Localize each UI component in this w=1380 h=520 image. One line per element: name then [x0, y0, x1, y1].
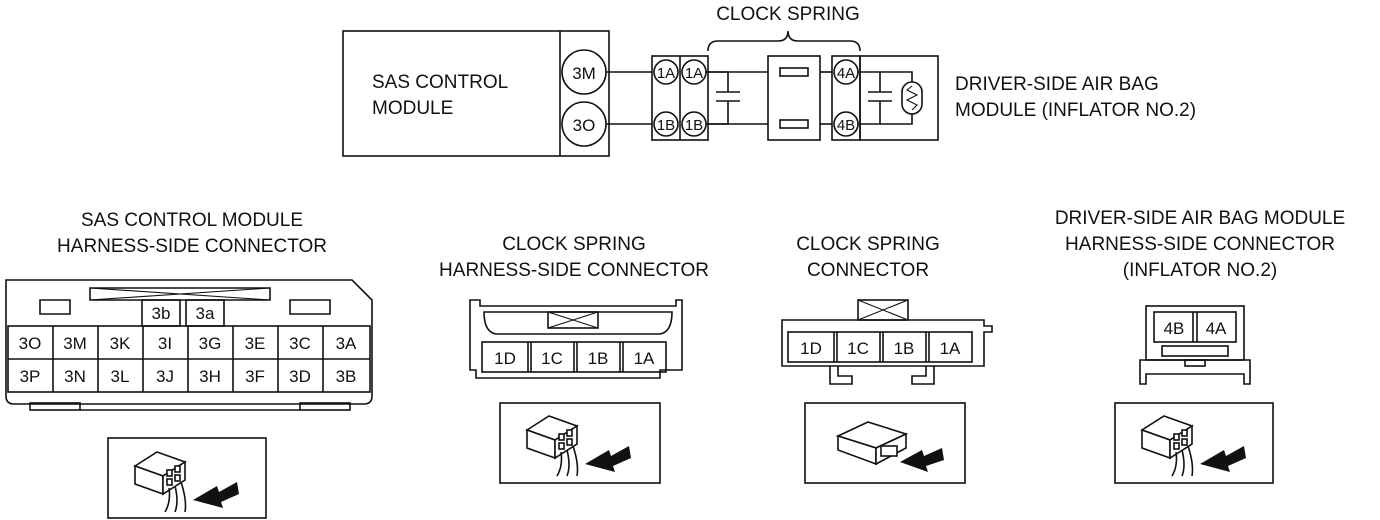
- airbag-connector-base: [1139, 359, 1251, 385]
- sas-module-label-2: MODULE: [372, 98, 453, 119]
- airbag-connector-key: [1184, 359, 1206, 367]
- schematic: CLOCK SPRING SAS CONTROL MODULE 3M 3O 1A…: [342, 4, 1196, 157]
- harness-view-icon: [133, 451, 239, 513]
- sas-pin: 3D: [289, 367, 311, 386]
- sas-top-pin-3b: 3b: [152, 304, 171, 323]
- clock-spring-connector-pin: 1D: [800, 339, 822, 358]
- clock-spring-label: CLOCK SPRING: [716, 4, 860, 25]
- clock-spring-connector-latch-cross: [857, 299, 909, 321]
- sas-top-pin-3a: 3a: [196, 304, 215, 323]
- harness-top-b: 1A: [685, 65, 703, 82]
- sas-module-box: [342, 30, 610, 157]
- airbag-pin-bottom: 4B: [837, 117, 855, 134]
- sas-pin: 3N: [64, 367, 86, 386]
- clock-harness-pin: 1C: [541, 349, 563, 368]
- capacitor-right: [858, 71, 892, 125]
- sas-pin-top: 3M: [572, 64, 596, 83]
- clock-spring-connector: CLOCK SPRING CONNECTOR 1D 1C 1B 1A: [781, 234, 993, 484]
- airbag-connector-lock: [1161, 345, 1229, 357]
- clock-spring-connector-pin: 1A: [940, 339, 961, 358]
- sas-pin: 3B: [336, 367, 357, 386]
- airbag-pin-top: 4A: [837, 65, 855, 82]
- airbag-view-icon-box: [1114, 402, 1274, 484]
- airbag-connector-pin-row: [1153, 311, 1237, 343]
- sas-pin: 3H: [199, 367, 221, 386]
- clock-harness-pin: 1A: [634, 349, 655, 368]
- harness-view-icon: [1140, 415, 1246, 477]
- sas-view-icon-box: [107, 437, 267, 519]
- clock-harness-title-1: CLOCK SPRING: [502, 234, 646, 255]
- sas-connector-notch-left: [39, 299, 71, 315]
- airbag-connector-title-2: HARNESS-SIDE CONNECTOR: [1065, 234, 1335, 255]
- sas-pin: 3J: [156, 367, 174, 386]
- clock-harness-title-2: HARNESS-SIDE CONNECTOR: [439, 260, 709, 281]
- clock-spring-connector-foot-right: [911, 366, 935, 385]
- sas-module-label-1: SAS CONTROL: [372, 72, 508, 93]
- airbag-module-label-1: DRIVER-SIDE AIR BAG: [955, 74, 1159, 95]
- clock-spring-connector-title-1: CLOCK SPRING: [796, 234, 940, 255]
- sas-pin: 3A: [336, 334, 357, 353]
- sas-pin: 3E: [245, 334, 266, 353]
- connector-view-icon: [835, 421, 944, 472]
- sas-pin: 3G: [199, 334, 222, 353]
- clock-spring-connector-housing: [781, 319, 993, 367]
- sas-connector-foot-left: [29, 402, 81, 411]
- sas-harness-connector: SAS CONTROL MODULE HARNESS-SIDE CONNECTO…: [5, 210, 373, 519]
- sas-connector-foot-right: [299, 402, 351, 411]
- sas-pin: 3O: [19, 334, 42, 353]
- inflator-zigzag: [905, 85, 919, 111]
- sas-connector-latch-cross: [89, 287, 271, 301]
- clock-spring-coil-top: [779, 67, 809, 77]
- clock-harness-pin: 1D: [494, 349, 516, 368]
- clock-spring-harness-connector: CLOCK SPRING HARNESS-SIDE CONNECTOR 1D 1…: [439, 234, 709, 484]
- airbag-connector-pin: 4A: [1206, 319, 1227, 338]
- sas-pin: 3K: [110, 334, 131, 353]
- sas-connector-title-1: SAS CONTROL MODULE: [81, 210, 303, 231]
- clock-harness-housing: [469, 299, 683, 379]
- clock-spring-connector-title-2: CONNECTOR: [807, 260, 929, 281]
- airbag-connector-housing: [1145, 305, 1245, 361]
- airbag-harness-connector: DRIVER-SIDE AIR BAG MODULE HARNESS-SIDE …: [1055, 208, 1345, 484]
- airbag-connector-pin: 4B: [1164, 319, 1185, 338]
- sas-pin: 3C: [289, 334, 311, 353]
- clock-spring-connector-pin: 1C: [847, 339, 869, 358]
- clock-harness-latch-cross: [547, 311, 599, 329]
- airbag-connector-title-3: (INFLATOR NO.2): [1123, 260, 1277, 281]
- sas-pin: 3M: [63, 334, 87, 353]
- sas-pin-bottom: 3O: [573, 116, 596, 135]
- inflator-resistor: [901, 81, 923, 115]
- clock-spring-coil-bottom: [779, 119, 809, 129]
- clock-spring-view-icon-box: [804, 402, 966, 484]
- clock-spring-element: [767, 55, 821, 141]
- sas-pin: 3F: [245, 367, 265, 386]
- clock-spring-connector-pin: 1B: [894, 339, 915, 358]
- clock-spring-connector-foot-left: [829, 366, 853, 385]
- harness-bottom-a: 1B: [657, 117, 675, 134]
- harness-top-a-circle: [653, 59, 679, 85]
- airbag-connector-title-1: DRIVER-SIDE AIR BAG MODULE: [1055, 208, 1345, 229]
- harness-bottom-b: 1B: [685, 117, 703, 134]
- sas-connector-title-2: HARNESS-SIDE CONNECTOR: [57, 236, 327, 257]
- capacitor-left: [706, 71, 740, 125]
- sas-connector-housing: [5, 279, 373, 405]
- sas-pin: 3P: [20, 367, 41, 386]
- clock-harness-pin: 1B: [588, 349, 609, 368]
- harness-bottom-a-circle: [653, 111, 679, 137]
- sas-connector-notch-right: [289, 299, 331, 315]
- clock-harness-latch: [547, 311, 599, 329]
- harness-top-a: 1A: [657, 65, 675, 82]
- airbag-module-box: [859, 55, 939, 141]
- clock-spring-brace: [707, 30, 861, 52]
- inflator-leads: [880, 71, 913, 125]
- harness-view-icon: [525, 415, 631, 477]
- sas-pin: 3L: [111, 367, 130, 386]
- clock-harness-latch-rail: [483, 311, 673, 335]
- airbag-module-label-2: MODULE (INFLATOR NO.2): [955, 100, 1196, 121]
- clock-harness-view-icon-box: [499, 402, 661, 484]
- sas-pin: 3I: [158, 334, 172, 353]
